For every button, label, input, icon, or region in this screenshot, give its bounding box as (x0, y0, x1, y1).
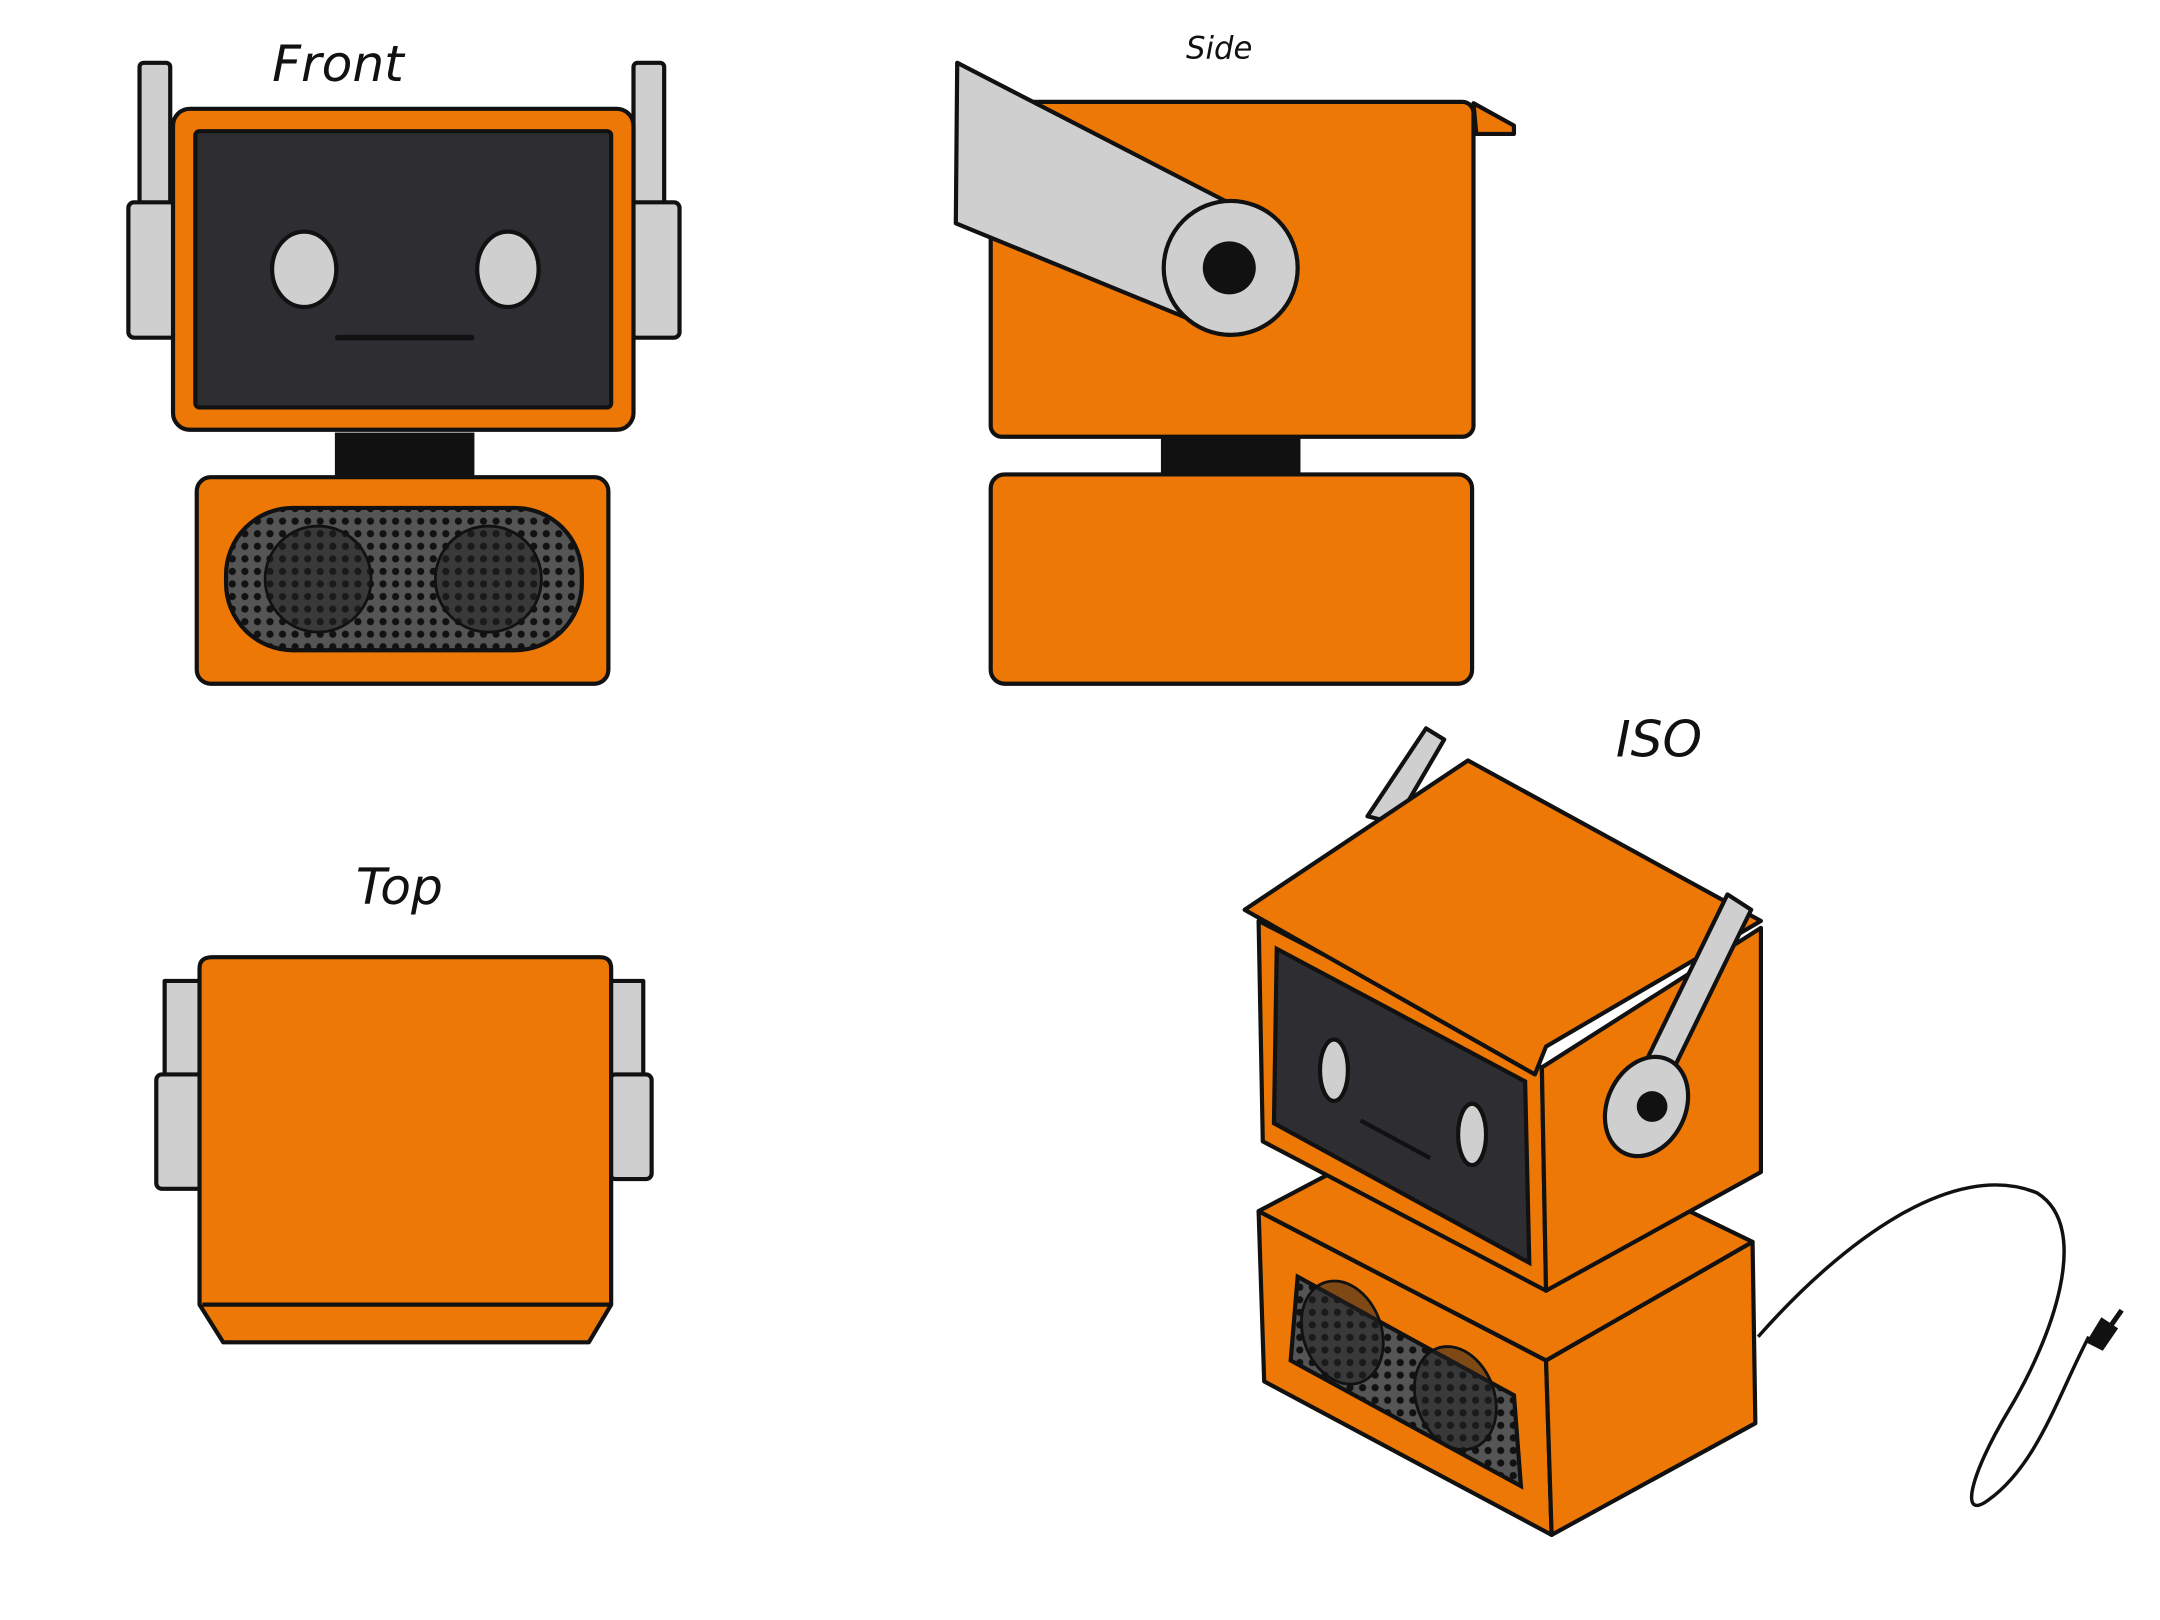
iso-speaker-right (1413, 1345, 1498, 1452)
front-right-ear (628, 200, 682, 340)
side-view: Side (953, 32, 1517, 686)
front-left-eye (270, 229, 339, 310)
iso-speaker-left (1299, 1279, 1385, 1386)
iso-label: ISO (1616, 709, 1702, 768)
iso-right-eye (1456, 1101, 1489, 1168)
front-left-ear (126, 200, 178, 340)
front-speaker-right (433, 524, 543, 634)
top-label: Top (356, 857, 443, 916)
front-view: Front (126, 34, 682, 686)
iso-plug-icon (2086, 1308, 2124, 1351)
iso-mouth (1359, 1118, 1432, 1160)
iso-earcup-hole (1636, 1091, 1668, 1122)
iso-left-eye (1317, 1037, 1350, 1104)
top-right-antenna (607, 978, 646, 1088)
iso-view: ISO (1242, 709, 2124, 1537)
iso-screen (1271, 945, 1532, 1267)
front-label: Front (272, 34, 406, 93)
side-visor (1471, 101, 1517, 137)
top-right-ear (607, 1072, 654, 1182)
side-neck (1160, 435, 1301, 478)
top-view: Top (154, 857, 654, 1345)
side-label: Side (1186, 32, 1252, 67)
front-right-eye (475, 229, 541, 310)
front-speaker-left (263, 524, 373, 634)
top-head (197, 955, 614, 1345)
iso-head-top (1242, 758, 1764, 1077)
iso-power-cable (1756, 1183, 2091, 1508)
front-screen (193, 129, 614, 410)
side-earcup-hole (1202, 241, 1256, 295)
front-neck (334, 432, 475, 480)
side-base (988, 472, 1475, 686)
front-mouth (334, 334, 475, 341)
